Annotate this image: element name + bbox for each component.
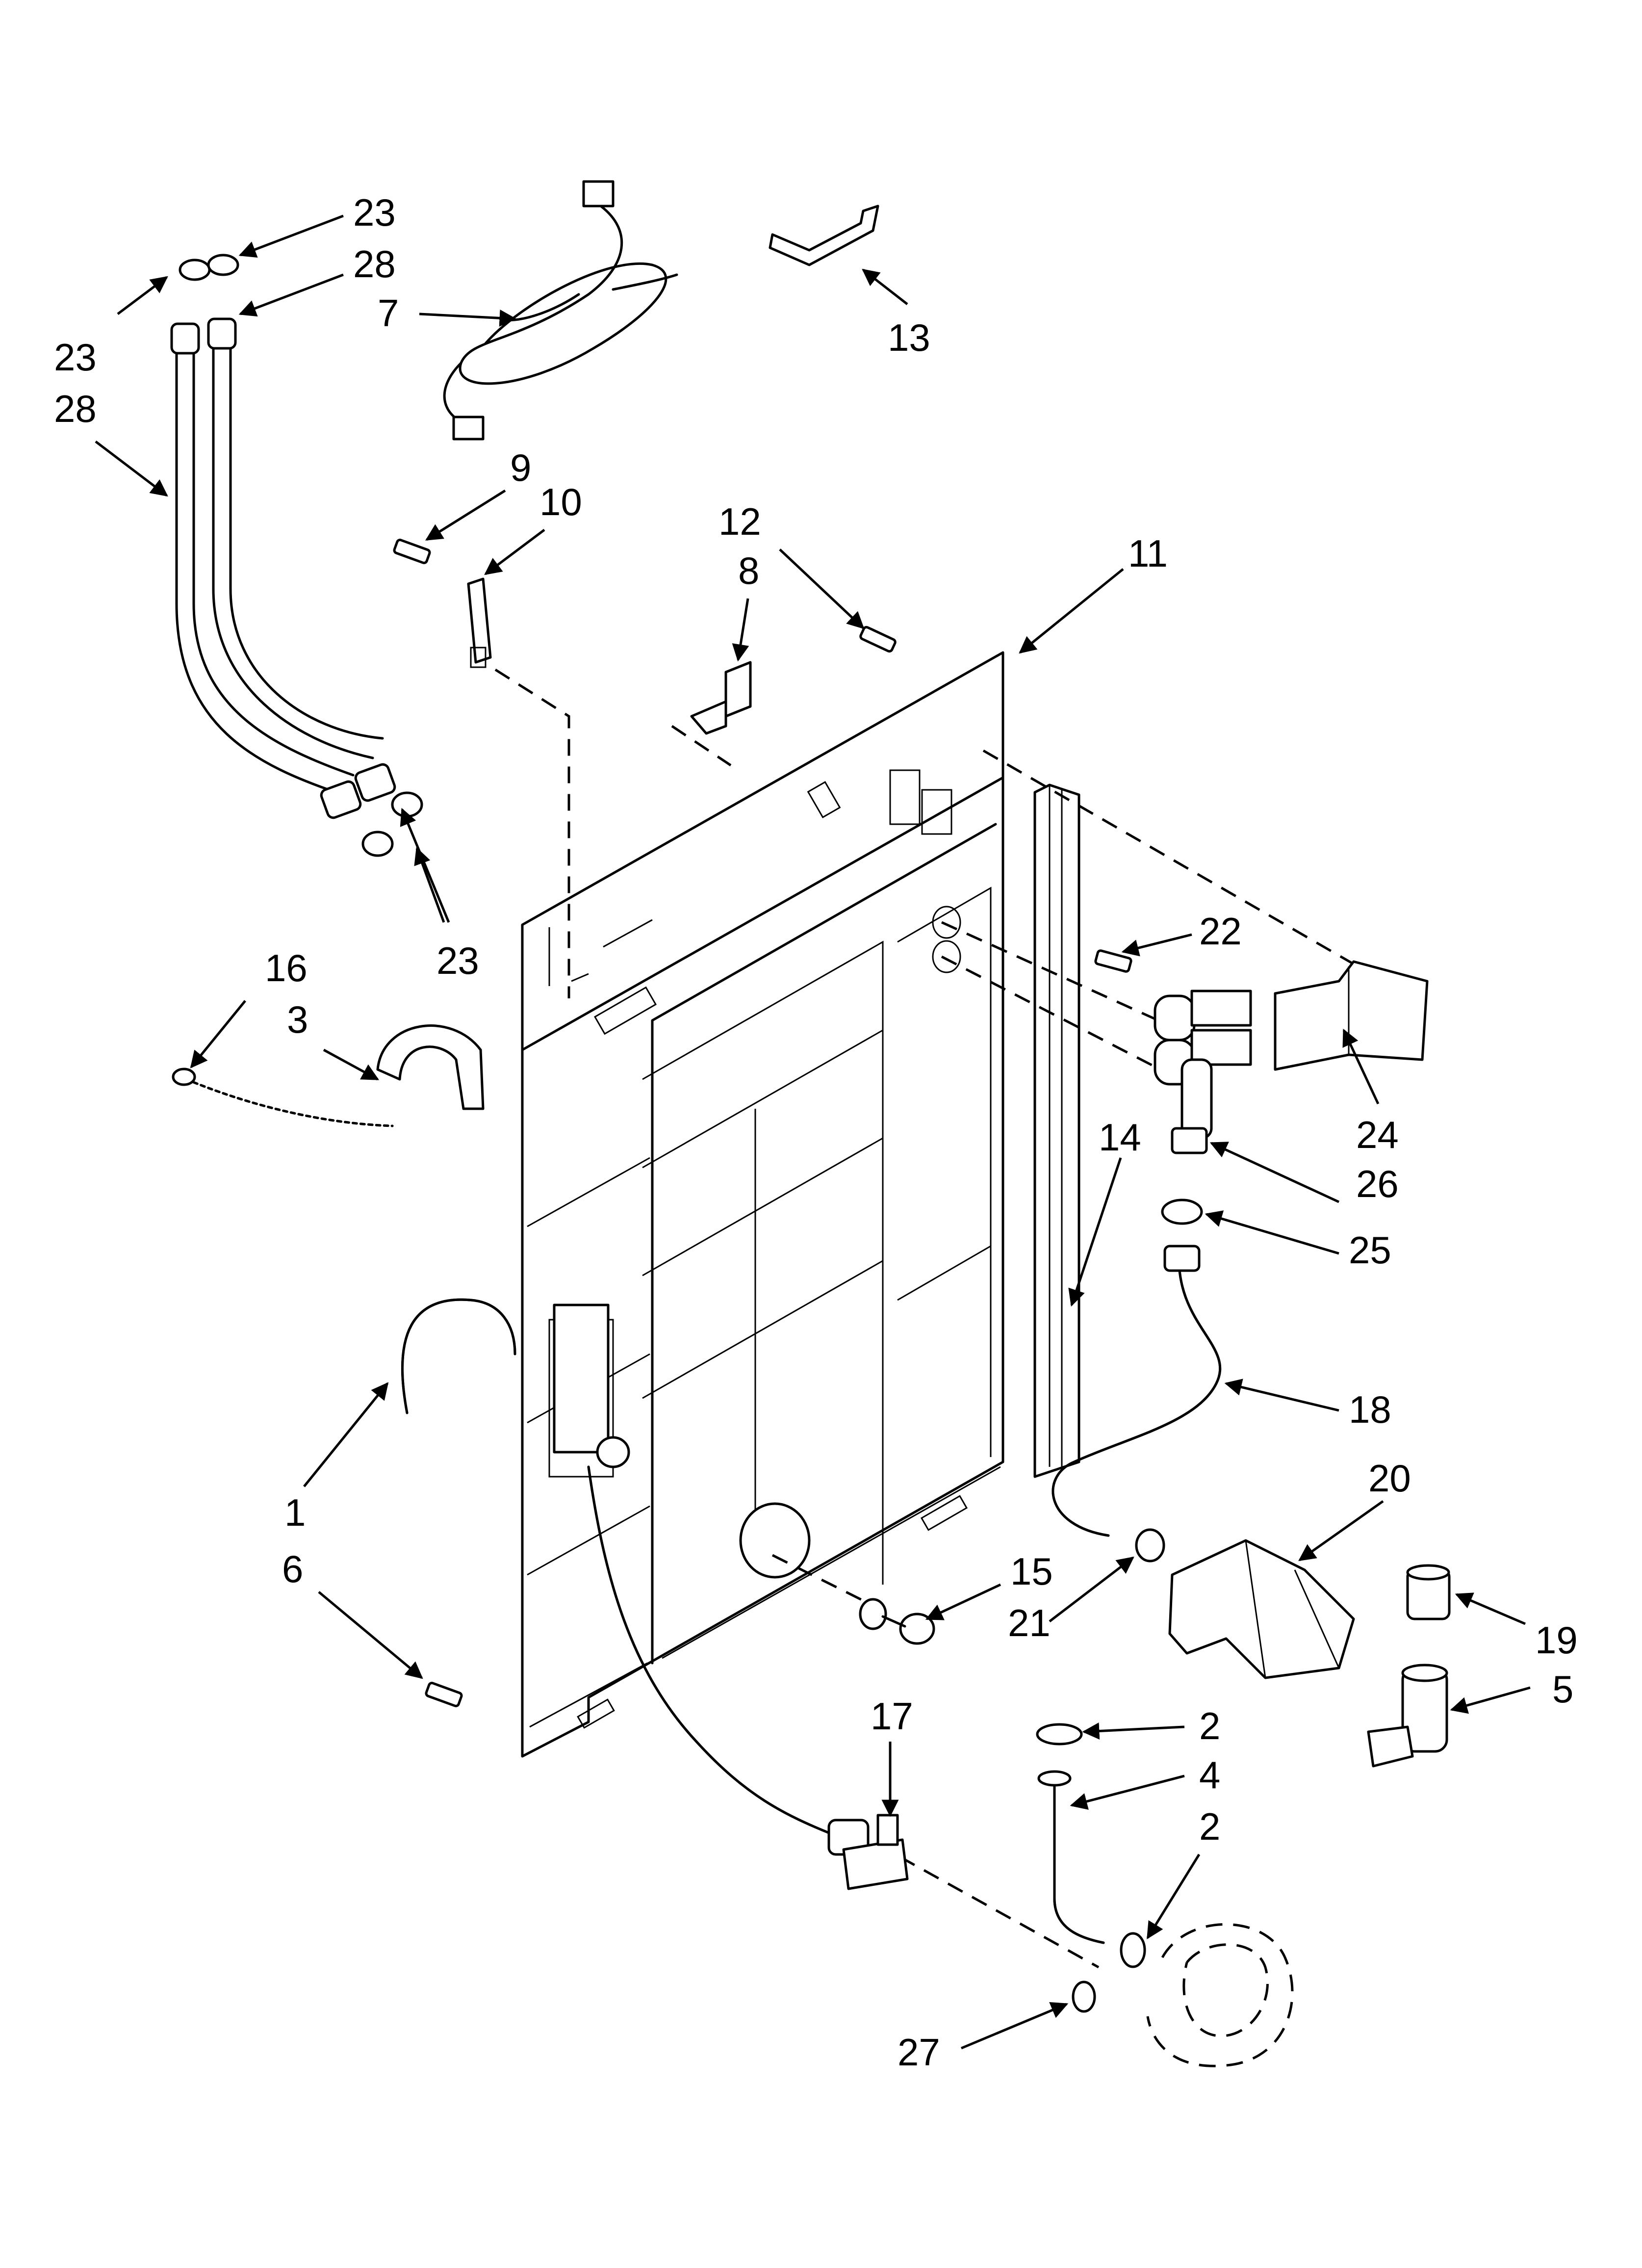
callout-8: 8 [738, 549, 759, 592]
clip-10 [467, 577, 492, 668]
assembly-lines [494, 668, 1355, 1969]
callout-28-top: 28 [353, 242, 396, 286]
plug-15 [859, 1598, 935, 1645]
hose-clamp-3 [376, 1024, 485, 1110]
callout-13: 13 [888, 316, 930, 359]
ring-27 [1072, 1981, 1096, 2013]
callout-1: 1 [284, 1491, 306, 1534]
callout-17: 17 [871, 1694, 913, 1738]
clamp-25 [1161, 1199, 1203, 1225]
callout-24: 24 [1356, 1113, 1399, 1156]
callout-28-left: 28 [54, 387, 97, 430]
callout-21: 21 [1008, 1601, 1051, 1644]
bracket-8 [690, 661, 752, 735]
callout-2-upper: 2 [1199, 1704, 1220, 1747]
hose-4 [1037, 1770, 1105, 1944]
clamp-21 [1135, 1528, 1165, 1563]
screw-22 [1094, 949, 1132, 973]
tie-strap [172, 1068, 394, 1127]
callout-2-lower: 2 [1199, 1805, 1220, 1848]
callout-11: 11 [1128, 532, 1168, 575]
callout-9: 9 [510, 446, 531, 489]
callout-25: 25 [1349, 1228, 1391, 1272]
clamp-2b [1120, 1932, 1146, 1968]
callout-12: 12 [718, 500, 761, 543]
inlet-hoses [170, 254, 423, 857]
drain-pump [1367, 1664, 1448, 1768]
clamp-17 [842, 1814, 909, 1890]
callout-23-hoses: 23 [436, 939, 479, 982]
callout-4: 4 [1199, 1753, 1220, 1797]
callout-6: 6 [282, 1547, 303, 1590]
valve-cover [1274, 960, 1429, 1071]
capacitor [1406, 1564, 1451, 1620]
screw-12 [859, 626, 897, 653]
callout-3: 3 [287, 998, 308, 1041]
rear-panel [521, 651, 1004, 1758]
callout-26: 26 [1356, 1162, 1399, 1205]
callout-5: 5 [1552, 1668, 1573, 1711]
screw-9 [393, 539, 431, 564]
power-cord [443, 180, 678, 441]
callout-19: 19 [1535, 1618, 1578, 1662]
callout-20: 20 [1368, 1457, 1411, 1500]
callout-16: 16 [265, 946, 308, 990]
side-strip [1033, 783, 1080, 1478]
callout-14: 14 [1099, 1116, 1141, 1159]
callout-18: 18 [1349, 1388, 1391, 1431]
tub-outline [1146, 1923, 1294, 2067]
pump-cover [1168, 1539, 1355, 1679]
clamp-2a [1036, 1723, 1083, 1746]
callout-labels: 23 28 23 28 7 13 9 10 12 8 11 23 22 16 3… [54, 191, 1578, 2074]
bracket-13 [769, 205, 879, 266]
callout-23-left: 23 [54, 336, 97, 379]
leader-arrows [95, 214, 1531, 2050]
hose-18 [1052, 1245, 1222, 1537]
callout-7: 7 [378, 291, 399, 335]
screw-6 [425, 1682, 463, 1707]
callout-10: 10 [539, 480, 582, 523]
callout-22: 22 [1199, 910, 1242, 953]
callout-23-top: 23 [353, 191, 396, 234]
callout-15: 15 [1010, 1550, 1053, 1593]
callout-27: 27 [898, 2031, 940, 2074]
water-valve [1154, 990, 1252, 1154]
